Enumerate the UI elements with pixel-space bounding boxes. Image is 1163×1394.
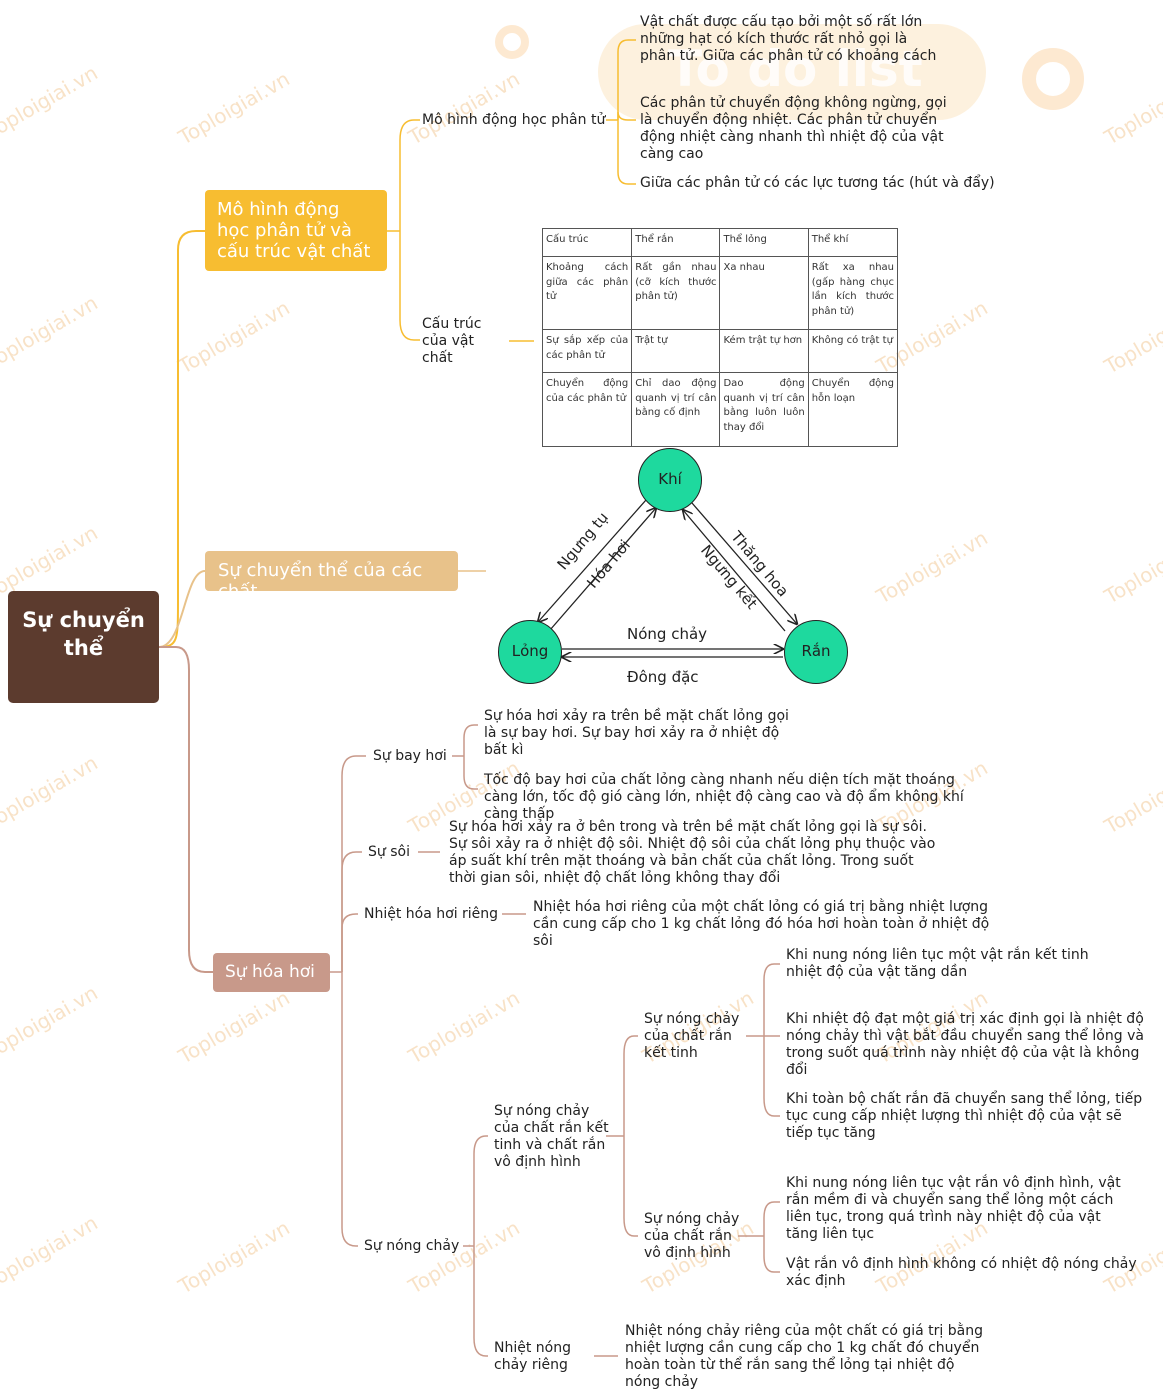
table-cell: Không có trật tự xyxy=(807,329,899,373)
sub-evaporation[interactable]: Sự bay hơi xyxy=(373,748,447,764)
table-header-cell: Cấu trúc xyxy=(541,228,633,257)
arrow-sublimation xyxy=(691,502,797,624)
table-cell: Khoảng cách giữa các phân tử xyxy=(541,256,633,330)
leaf-amorphous-1: Khi nung nóng liên tục vật rắn vô định h… xyxy=(786,1175,1121,1242)
table-row: Chuyển động của các phân tử Chỉ dao động… xyxy=(541,372,899,447)
leaf-crystal-2: Khi nhiệt độ đạt một giá trị xác định gọ… xyxy=(786,1011,1144,1078)
leaf-boiling: Sự hóa hơi xảy ra ở bên trong và trên bề… xyxy=(449,819,936,886)
matter-structure-table: Cấu trúc Thể rắn Thể lỏng Thể khí Khoảng… xyxy=(541,228,899,447)
sub-molecular-kinetic-model[interactable]: Mô hình động học phân tử xyxy=(422,112,606,128)
table-cell: Dao động quanh vị trí cân bằng luôn luôn… xyxy=(719,372,809,447)
watermark-flower-icon xyxy=(495,25,529,59)
sub-latent-fusion[interactable]: Nhiệt nóng chảy riêng xyxy=(494,1340,571,1373)
arrow-condensation xyxy=(538,499,647,622)
sub-melting-group[interactable]: Sự nóng chảy của chất rắn kết tinh và ch… xyxy=(494,1103,609,1170)
label-melting: Nóng chảy xyxy=(627,625,708,643)
node-liquid: Lỏng xyxy=(498,620,562,684)
watermark-badge xyxy=(598,24,986,120)
watermark-badge-text: To do list xyxy=(668,40,923,98)
table-row: Khoảng cách giữa các phân tử Rất gần nha… xyxy=(541,256,899,330)
leaf-crystal-3: Khi toàn bộ chất rắn đã chuyển sang thể … xyxy=(786,1091,1143,1141)
sub-melting[interactable]: Sự nóng chảy xyxy=(364,1238,460,1254)
leaf-molecular-2: Các phân tử chuyển động không ngừng, gọi… xyxy=(640,95,947,162)
arrow-deposition xyxy=(683,510,786,632)
branch-phase-change[interactable]: Sự chuyển thể của các chất xyxy=(205,551,458,602)
sub-boiling[interactable]: Sự sôi xyxy=(368,844,410,860)
table-cell: Chuyển động của các phân tử xyxy=(541,372,633,447)
label-solidification: Đông đặc xyxy=(627,668,699,686)
sub-matter-structure[interactable]: Cấu trúc của vật chất xyxy=(422,316,482,366)
table-cell: Chuyển động hỗn loạn xyxy=(807,372,899,447)
sub-melting-crystal[interactable]: Sự nóng chảy của chất rắn kết tinh xyxy=(644,1011,740,1061)
leaf-latent-vaporization: Nhiệt hóa hơi riêng của một chất lỏng có… xyxy=(533,899,990,949)
sub-latent-vaporization[interactable]: Nhiệt hóa hơi riêng xyxy=(364,906,499,922)
table-cell: Rất xa nhau (gấp hàng chục lần kích thướ… xyxy=(807,256,899,330)
branch-vaporization[interactable]: Sự hóa hơi xyxy=(213,953,330,992)
arrow-vaporization xyxy=(549,508,656,631)
node-gas: Khí xyxy=(638,448,702,512)
leaf-molecular-1: Vật chất được cấu tạo bởi một số rất lớn… xyxy=(640,14,937,64)
table-cell: Chỉ dao động quanh vị trí cân bằng cố đị… xyxy=(631,372,721,447)
leaf-molecular-3: Giữa các phân tử có các lực tương tác (h… xyxy=(640,175,995,191)
leaf-crystal-1: Khi nung nóng liên tục một vật rắn kết t… xyxy=(786,947,1089,980)
leaf-evaporation-1: Sự hóa hơi xảy ra trên bề mặt chất lỏng … xyxy=(484,708,789,758)
table-header-row: Cấu trúc Thể rắn Thể lỏng Thể khí xyxy=(541,228,899,257)
leaf-latent-fusion: Nhiệt nóng chảy riêng của một chất có gi… xyxy=(625,1323,983,1390)
leaf-amorphous-2: Vật rắn vô định hình không có nhiệt độ n… xyxy=(786,1256,1137,1289)
branch-molecular-model[interactable]: Mô hình động học phân tử và cấu trúc vật… xyxy=(205,190,387,271)
table-header-cell: Thể khí xyxy=(807,228,899,257)
leaf-evaporation-2: Tốc độ bay hơi của chất lỏng càng nhanh … xyxy=(484,772,964,822)
sub-melting-amorphous[interactable]: Sự nóng chảy của chất rắn vô định hình xyxy=(644,1211,740,1261)
root-node[interactable]: Sự chuyển thể xyxy=(8,591,159,703)
table-cell: Xa nhau xyxy=(719,256,809,330)
node-solid: Rắn xyxy=(784,620,848,684)
